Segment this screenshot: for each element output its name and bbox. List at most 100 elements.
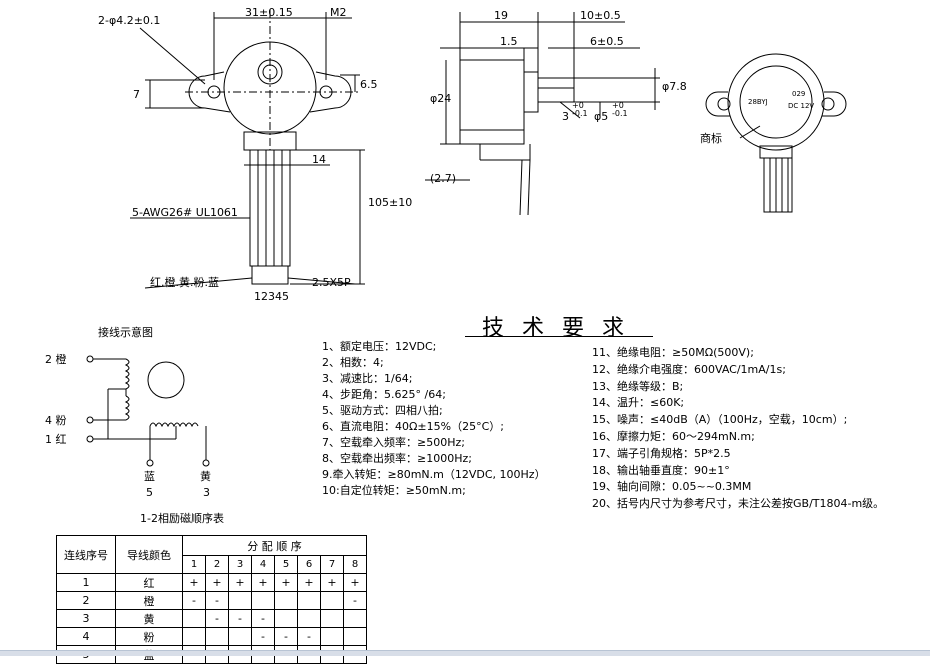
row-cell: +: [251, 573, 275, 592]
row-cell: +: [182, 573, 206, 592]
spec-item: 3、减速比：1/64;: [322, 372, 413, 385]
dim-6: 6±0.5: [590, 35, 624, 48]
spec-item: 12、绝缘介电强度：600VAC/1mA/1s;: [592, 362, 786, 376]
row-cell: +: [274, 573, 298, 592]
row-cell: +: [297, 573, 321, 592]
row-cell: [320, 591, 344, 610]
spec-item: 4、步距角：5.625° /64;: [322, 388, 446, 401]
wire-pink: 4 粉: [45, 414, 67, 427]
step-header: 5: [274, 555, 298, 574]
dim-14: 14: [312, 153, 326, 166]
row-cell: +: [205, 573, 229, 592]
spec-item: 14、温升：≤60K;: [592, 396, 685, 410]
wiring-diagram: [86, 355, 210, 467]
dim-19: 19: [494, 9, 508, 22]
pin-numbers: 12345: [254, 290, 289, 303]
row-cell: -: [297, 627, 321, 646]
row-cell: -: [228, 609, 252, 628]
spec-item: 1、额定电压：12VDC;: [322, 340, 437, 353]
wire-blue: 蓝: [144, 470, 155, 483]
tech-requirements-heading: 技术要求: [482, 316, 643, 341]
bottom-border: [0, 650, 930, 656]
row-cell: [297, 609, 321, 628]
spec-item: 5、驱动方式：四相八拍;: [322, 404, 443, 417]
dim-5-tolerance: +0 -0.1: [612, 101, 628, 118]
row-cell: [320, 609, 344, 628]
spec-item: 20、括号内尺寸为参考尺寸，未注公差按GB/T1804-m级。: [592, 497, 885, 511]
wiring-title: 接线示意图: [98, 326, 153, 339]
row-cell: [228, 591, 252, 610]
row-color: 粉: [115, 627, 183, 646]
hole-dimension: 2-φ4.2±0.1: [98, 14, 161, 27]
wire-colors: 红.橙.黄.粉.蓝: [150, 276, 219, 289]
row-cell: [205, 627, 229, 646]
row-cell: +: [228, 573, 252, 592]
sequence-table-title: 1-2相励磁顺序表: [140, 512, 224, 525]
row-cell: [274, 609, 298, 628]
row-color: 橙: [115, 591, 183, 610]
spec-item: 15、噪声：≤40dB（A）（100Hz，空载，10cm）;: [592, 413, 848, 427]
step-header: 8: [343, 555, 367, 574]
row-cell: [228, 627, 252, 646]
row-seq: 1: [56, 573, 116, 592]
dim-5: φ5: [594, 110, 609, 123]
motor-voltage: DC 12V: [788, 102, 815, 110]
row-color: 红: [115, 573, 183, 592]
row-cell: [251, 591, 275, 610]
row-cell: [320, 627, 344, 646]
row-color: 黄: [115, 609, 183, 628]
step-header: 6: [297, 555, 321, 574]
step-header: 2: [205, 555, 229, 574]
wire-red: 1 红: [45, 433, 67, 446]
wire-orange: 2 橙: [45, 353, 67, 366]
row-cell: +: [343, 573, 367, 592]
brand-label: 商标: [700, 132, 722, 145]
row-cell: +: [320, 573, 344, 592]
step-header: 3: [228, 555, 252, 574]
step-header: 7: [320, 555, 344, 574]
wire-yellow: 黄: [200, 470, 211, 483]
spec-item: 9.牵入转矩：≥80mN.m（12VDC, 100Hz）: [322, 468, 546, 481]
dim-2-7: (2.7): [430, 172, 457, 185]
thread-label: M2: [330, 6, 347, 19]
row-cell: [343, 627, 367, 646]
row-cell: -: [182, 591, 206, 610]
spec-item: 7、空载牵入频率：≥500Hz;: [322, 436, 465, 449]
spec-item: 18、输出轴垂直度：90±1°: [592, 463, 730, 477]
spec-item: 6、直流电阻：40Ω±15%（25°C）;: [322, 420, 504, 433]
width-dimension: 31±0.15: [245, 6, 293, 19]
dim-3: 3: [562, 110, 569, 123]
row-cell: [182, 627, 206, 646]
row-cell: -: [205, 609, 229, 628]
row-cell: -: [205, 591, 229, 610]
dim-24: φ24: [430, 92, 452, 105]
spec-item: 19、轴向间隙：0.05~~0.3MM: [592, 480, 752, 494]
spec-item: 17、端子引角规格：5P*2.5: [592, 446, 731, 460]
row-cell: -: [343, 591, 367, 610]
row-cell: -: [251, 609, 275, 628]
row-seq: 2: [56, 591, 116, 610]
spec-item: 16、摩擦力矩：60～294mN.m;: [592, 430, 755, 443]
motor-model: 28BYJ: [748, 98, 768, 106]
wire-spec: 5-AWG26# UL1061: [132, 206, 238, 219]
spec-item: 10:自定位转矩：≥50mN.m;: [322, 484, 466, 497]
wire-yellow-number: 3: [203, 486, 210, 499]
row-cell: [182, 609, 206, 628]
front-view-drawing: [130, 10, 847, 289]
dim-1-5: 1.5: [500, 35, 518, 48]
row-seq: 3: [56, 609, 116, 628]
row-seq: 4: [56, 627, 116, 646]
spec-item: 11、绝缘电阻：≥50MΩ(500V);: [592, 346, 754, 359]
row-cell: -: [251, 627, 275, 646]
connector-spec: 2.5X5P: [312, 276, 351, 289]
table-header-color: 导线颜色: [115, 535, 183, 574]
spec-item: 8、空载牵出频率：≥1000Hz;: [322, 452, 472, 465]
dim-7-8: φ7.8: [662, 80, 687, 93]
row-cell: [274, 591, 298, 610]
spec-item: 13、绝缘等级：B;: [592, 379, 684, 393]
